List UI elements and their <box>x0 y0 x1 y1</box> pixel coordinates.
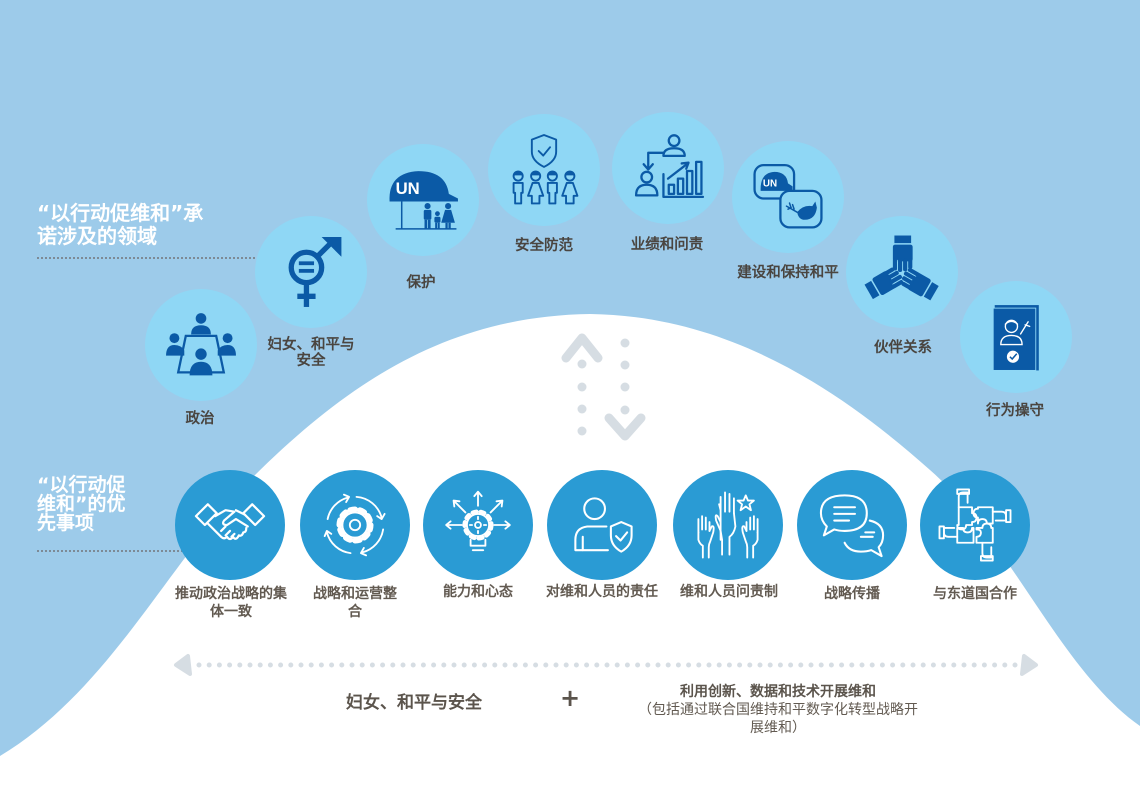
meeting-table-icon <box>166 313 236 376</box>
vertical-two-way-arrow-icon <box>561 333 646 441</box>
person-shield-icon <box>574 497 633 553</box>
puzzle-hands-icon <box>938 488 1012 562</box>
crosscutting-innovation-note: 展维和） <box>750 720 806 736</box>
plus-icon: + <box>560 684 581 712</box>
commitment-partnerships <box>846 216 958 328</box>
commitment-label: 行为操守 <box>986 403 1044 419</box>
priority-capabilities-mindsets <box>423 470 533 580</box>
chat-bubbles-icon <box>819 494 885 558</box>
performance-chart-icon <box>634 134 705 199</box>
commitment-label: 安全防范 <box>515 238 573 254</box>
commitment-label: 政治 <box>185 411 215 427</box>
svg-text:UN: UN <box>396 179 420 198</box>
commitment-label: 妇女、和平与 安全 <box>267 337 355 369</box>
priority-strategic-operational-integration <box>300 470 410 580</box>
commitment-performance-accountability <box>612 112 724 224</box>
priority-political-strategies <box>175 470 285 580</box>
commitment-label: 伙伴关系 <box>874 340 932 356</box>
commitment-women-peace-security <box>255 216 367 328</box>
priorities-heading-line: 维和”的优 <box>37 493 126 515</box>
code-of-conduct-book-icon <box>992 305 1039 371</box>
gender-equality-icon <box>288 237 342 307</box>
priority-label: 维和人员问责制 <box>680 584 778 600</box>
priority-host-state-cooperation <box>920 470 1030 580</box>
priority-label: 推动政治战略的集 体一致 <box>175 586 287 620</box>
priority-peacekeeper-accountability <box>673 470 783 580</box>
commitments-divider <box>37 257 255 259</box>
crosscutting-innovation-note: （包括通过联合国维持和平数字化转型战略开 <box>638 702 918 718</box>
priority-label: 对维和人员的责任 <box>546 584 658 600</box>
commitment-label: 业绩和问责 <box>630 237 704 253</box>
priority-label: 能力和心态 <box>443 584 513 600</box>
priorities-heading-line: 先事项 <box>37 512 95 534</box>
gear-cycle-icon <box>323 493 386 557</box>
priority-label: 战略和运营整 合 <box>313 586 397 620</box>
priority-label: 战略传播 <box>824 586 880 602</box>
raised-hands-star-icon <box>697 491 759 559</box>
handshake-icon <box>194 503 266 541</box>
head-gear-ideas-icon <box>445 490 511 552</box>
un-dove-icon: UN <box>753 163 823 229</box>
crosscutting-innovation-title: 利用创新、数据和技术开展维和 <box>680 684 876 700</box>
horizontal-two-way-arrow-icon <box>174 654 1038 676</box>
priorities-heading-line: “以行动促 <box>37 474 126 496</box>
commitment-label: 建设和保持和平 <box>737 265 839 281</box>
commitments-heading-line: 诺涉及的领域 <box>37 224 157 248</box>
commitment-peacebuilding: UN <box>732 141 844 253</box>
priority-label: 与东道国合作 <box>933 586 1017 602</box>
commitments-heading: “以行动促维和”承 诺涉及的领域 <box>37 202 203 248</box>
commitment-safety-security <box>488 114 600 226</box>
commitment-politics <box>145 289 257 401</box>
un-helmet-family-icon: UN <box>389 171 458 230</box>
joined-hands-icon <box>864 235 940 303</box>
crosscutting-innovation: 利用创新、数据和技术开展维和 （包括通过联合国维持和平数字化转型战略开 展维和） <box>638 683 918 737</box>
svg-text:UN: UN <box>763 178 777 189</box>
commitment-protection: UN <box>367 144 479 256</box>
commitments-heading-line: “以行动促维和”承 <box>37 201 204 225</box>
priority-strategic-communications <box>797 470 907 580</box>
priorities-divider <box>37 550 187 552</box>
priorities-heading: “以行动促 维和”的优 先事项 <box>37 476 126 533</box>
commitment-conduct-discipline <box>960 281 1072 393</box>
commitment-label: 保护 <box>406 275 436 291</box>
shield-people-icon <box>512 134 579 205</box>
crosscutting-wps: 妇女、和平与安全 <box>346 693 482 713</box>
priority-responsibility-to-peacekeepers <box>547 470 657 580</box>
